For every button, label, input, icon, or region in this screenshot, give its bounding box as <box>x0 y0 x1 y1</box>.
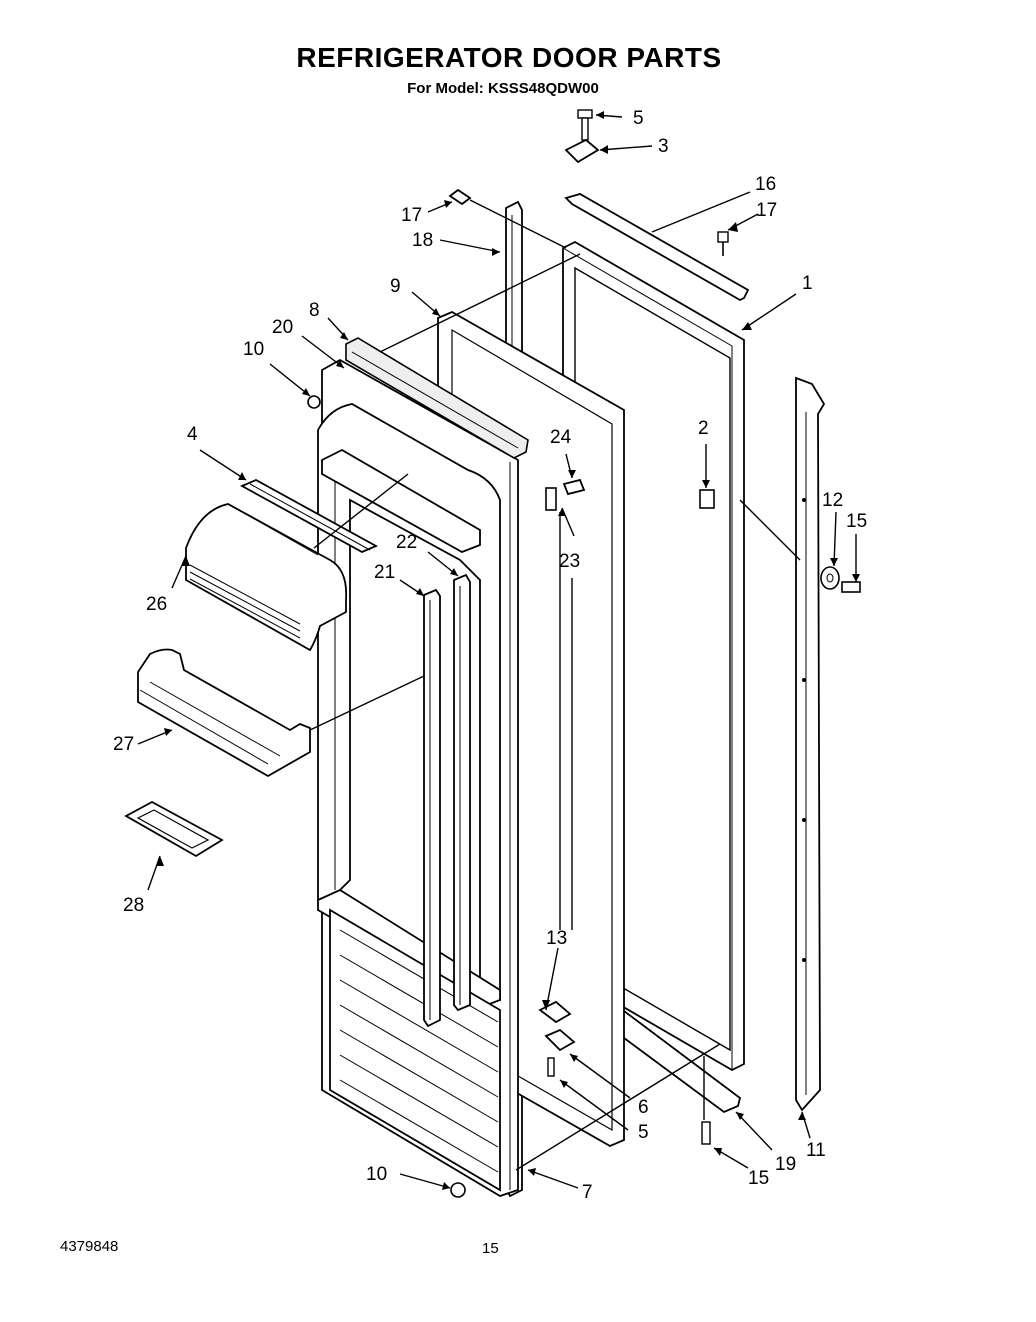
callout-4: 4 <box>187 424 198 445</box>
hinge-screw-5-top <box>577 109 593 141</box>
callout-24: 24 <box>550 427 572 448</box>
screw-10-bottom <box>450 1182 466 1198</box>
callout-5-bottom: 5 <box>638 1122 649 1143</box>
document-code: 4379848 <box>60 1238 119 1255</box>
hinge-3-top <box>564 138 600 164</box>
part-21-bar <box>423 588 441 1028</box>
callout-18: 18 <box>412 230 433 251</box>
callout-15-right: 15 <box>846 511 867 532</box>
callout-11: 11 <box>806 1140 826 1161</box>
part-16-top-bar <box>564 193 750 302</box>
page-number: 15 <box>482 1240 499 1257</box>
part-23-bracket <box>545 487 557 511</box>
hinge-13-bottom <box>538 1000 576 1052</box>
callout-21: 21 <box>374 562 395 583</box>
callout-12: 12 <box>822 490 843 511</box>
callout-27: 27 <box>113 734 134 755</box>
part-26-dairy-bin <box>185 503 348 652</box>
callout-2: 2 <box>698 418 709 439</box>
screw-24 <box>562 478 586 496</box>
part-11-side-trim <box>795 376 826 1112</box>
callout-17-left: 17 <box>401 205 422 226</box>
screw-15-bottom <box>701 1121 711 1145</box>
callout-10-bottom: 10 <box>366 1164 387 1185</box>
callout-17-right: 17 <box>756 200 777 221</box>
part-2-clip <box>699 489 715 509</box>
callout-28: 28 <box>123 895 144 916</box>
callout-19: 19 <box>775 1154 796 1175</box>
arrowheads <box>156 111 860 1190</box>
callout-1: 1 <box>802 273 813 294</box>
callout-7: 7 <box>582 1182 593 1203</box>
washer-12 <box>820 566 840 590</box>
screw-5-bottom <box>547 1057 555 1077</box>
callout-20: 20 <box>272 317 293 338</box>
part-27-door-bin <box>137 648 311 778</box>
screw-17-left <box>448 188 472 206</box>
callout-13: 13 <box>546 928 567 949</box>
callout-9: 9 <box>390 276 401 297</box>
part-4-shelf-rail <box>239 478 379 554</box>
screw-17-right <box>717 231 729 256</box>
callout-5-top: 5 <box>633 108 644 129</box>
callout-26: 26 <box>146 594 167 615</box>
callout-3: 3 <box>658 136 669 157</box>
callout-16: 16 <box>755 174 776 195</box>
bottom-louver-section <box>329 908 501 1192</box>
callout-15-bottom: 15 <box>748 1168 769 1189</box>
part-8-top-cap <box>345 337 529 459</box>
screw-15-right <box>841 581 861 593</box>
screw-10-top <box>307 395 321 409</box>
part-22-bar <box>453 573 471 1012</box>
model-subtitle: For Model: KSSS48QDW00 <box>407 80 599 97</box>
part-28-tray <box>124 800 224 858</box>
callout-8: 8 <box>309 300 320 321</box>
callout-22: 22 <box>396 532 417 553</box>
callout-23: 23 <box>559 551 580 572</box>
callout-6: 6 <box>638 1097 649 1118</box>
page-title: REFRIGERATOR DOOR PARTS <box>296 42 722 73</box>
callout-10-top: 10 <box>243 339 264 360</box>
